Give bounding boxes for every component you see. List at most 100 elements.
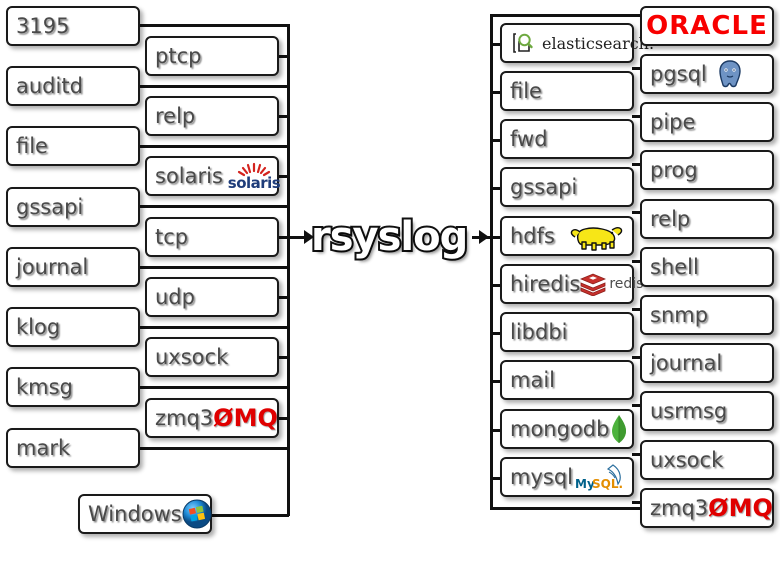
output-stub2 [632,404,644,407]
input-label: 3195 [16,14,70,38]
output-bus-vertical [490,14,493,510]
input-stub [139,24,289,27]
input-label: uxsock [155,345,229,369]
input-stub [139,266,289,269]
input-label: zmq3 [155,406,214,430]
output-label: mail [510,368,555,392]
output-label: elasticsearch. [542,33,655,53]
output-stub2 [632,67,644,70]
input-label: journal [16,255,89,279]
input-stub-mid [276,356,289,359]
input-stub-mid [276,236,289,239]
output-box-mongodb[interactable]: mongodb [500,409,634,449]
input-box-zmq3[interactable]: zmq3 ØMQ [145,398,279,438]
output-label: hiredis [510,272,581,296]
core-to-output-arrow [479,230,489,244]
input-box-udp[interactable]: udp [145,277,279,317]
output-box-zmq3[interactable]: zmq3 ØMQ [640,488,774,528]
svg-text:SQL.: SQL. [592,477,623,491]
input-label: ptcp [155,44,202,68]
output-box-snmp[interactable]: snmp [640,295,774,335]
output-box-oracle[interactable]: ORACLE [640,6,774,46]
output-box-journal[interactable]: journal [640,343,774,383]
input-label: kmsg [16,375,73,399]
input-box-journal[interactable]: journal [6,247,140,287]
input-box-uxsock[interactable]: uxsock [145,337,279,377]
input-box-gssapi[interactable]: gssapi [6,187,140,227]
solaris-logo: solaris [223,161,285,191]
elasticsearch-logo [510,30,536,56]
input-label: file [16,134,48,158]
input-box-windows[interactable]: Windows [78,494,212,534]
mysql-logo: My SQL. [573,461,627,493]
input-stub [139,326,289,329]
zeromq-logo: ØMQ [708,494,773,522]
input-to-core-line [287,236,307,239]
output-stub2 [632,453,644,456]
input-label: Windows [88,502,182,526]
output-box-uxsock[interactable]: uxsock [640,440,774,480]
input-stub [139,205,289,208]
output-box-usrmsg[interactable]: usrmsg [640,391,774,431]
redis-wordmark: redis [609,276,644,292]
input-box-relp[interactable]: relp [145,96,279,136]
output-label: snmp [650,303,709,327]
output-box-pipe[interactable]: pipe [640,102,774,142]
output-box-relp[interactable]: relp [640,199,774,239]
output-bus-top [490,14,640,17]
output-stub2 [632,211,644,214]
output-label: prog [650,158,698,182]
output-box-hiredis[interactable]: hiredis redis [500,264,643,304]
output-box-fwd[interactable]: fwd [500,119,634,159]
input-stub [139,447,289,450]
output-box-shell[interactable]: shell [640,247,774,287]
output-bus-bottom [490,507,640,510]
output-box-mysql[interactable]: mysql My SQL. [500,457,634,497]
output-label: fwd [510,127,548,151]
page-title: rsyslog [309,212,470,262]
output-stub2 [632,308,644,311]
output-box-hdfs[interactable]: hdfs [500,216,634,256]
input-box-tcp[interactable]: tcp [145,217,279,257]
output-box-mail[interactable]: mail [500,360,634,400]
output-stub [490,284,502,287]
input-stub-mid [276,417,289,420]
svg-text:My: My [575,477,595,491]
mongodb-logo [609,414,629,444]
input-box-klog[interactable]: klog [6,307,140,347]
input-label: udp [155,285,195,309]
input-box-solaris[interactable]: solaris solaris [145,156,281,196]
input-stub-windows [210,514,289,517]
input-label: mark [16,436,71,460]
svg-text:solaris: solaris [228,174,281,191]
input-stub-mid [276,115,289,118]
input-box-auditd[interactable]: auditd [6,66,140,106]
input-label: relp [155,104,196,128]
input-label: klog [16,315,61,339]
output-stub2 [632,115,644,118]
input-box-ptcp[interactable]: ptcp [145,36,279,76]
output-label: usrmsg [650,399,728,423]
oracle-logo: ORACLE [646,11,768,41]
output-box-elasticsearch[interactable]: elasticsearch. [500,23,654,63]
output-box-libdbi[interactable]: libdbi [500,312,634,352]
input-box-file[interactable]: file [6,126,140,166]
output-box-pgsql[interactable]: pgsql [640,54,774,94]
output-stub2 [632,356,644,359]
output-stub [490,187,502,190]
input-box-3195[interactable]: 3195 [6,6,140,46]
output-stub2 [632,501,644,504]
input-label: auditd [16,74,83,98]
input-box-mark[interactable]: mark [6,428,140,468]
redis-logo [580,272,607,296]
output-stub [490,236,502,239]
output-label: hdfs [510,224,555,248]
input-label: tcp [155,225,189,249]
output-box-prog[interactable]: prog [640,150,774,190]
output-box-gssapi[interactable]: gssapi [500,167,634,207]
output-label: libdbi [510,320,568,344]
output-label: file [510,79,542,103]
input-box-kmsg[interactable]: kmsg [6,367,140,407]
output-box-file[interactable]: file [500,71,634,111]
